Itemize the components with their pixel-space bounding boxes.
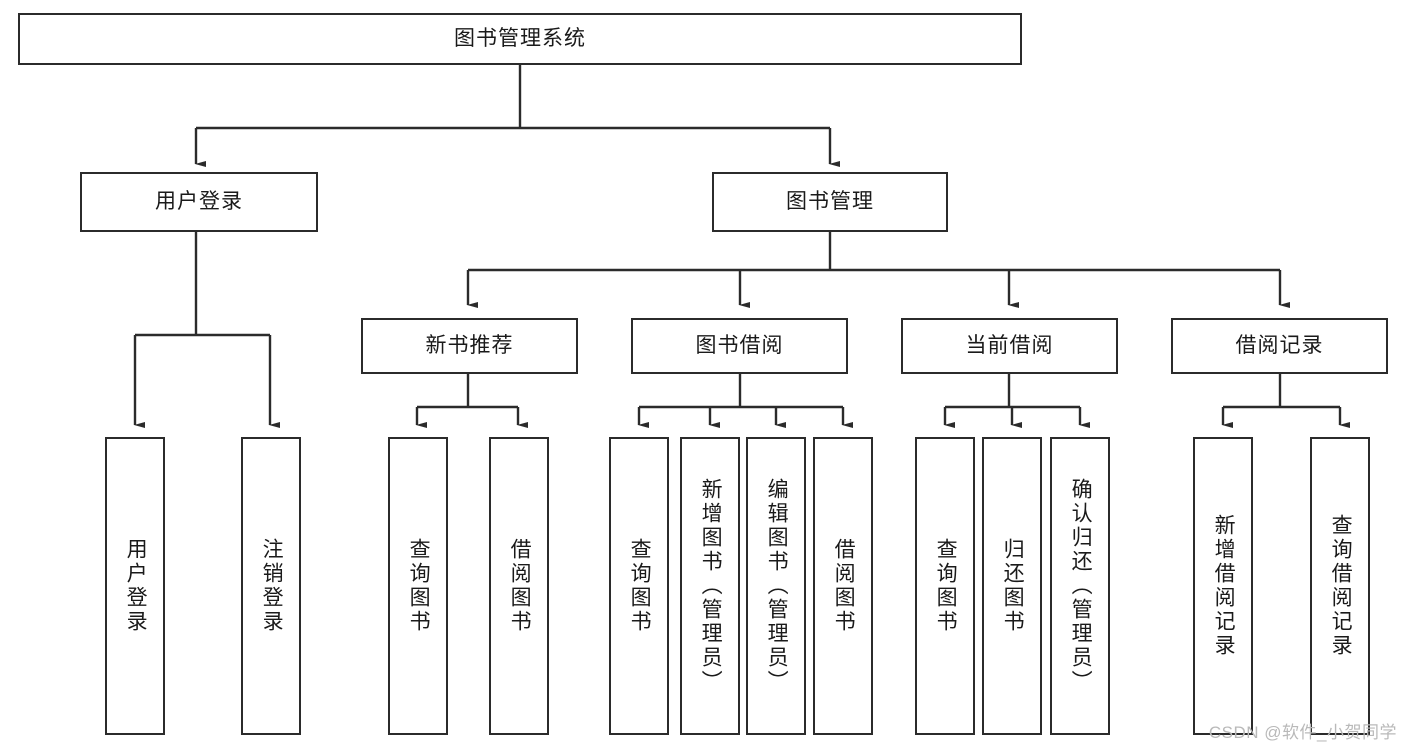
node-new-book-recommend-label: 新书推荐 (425, 334, 514, 358)
csdn-watermark: CSDN @软件_小贺同学 (1208, 723, 1397, 742)
leaf-query-book-1[interactable]: 查询图书 (388, 437, 448, 735)
node-new-book-recommend[interactable]: 新书推荐 (361, 318, 578, 374)
leaf-add-record-label: 新增借阅记录 (1212, 514, 1236, 658)
leaf-confirm-return[interactable]: 确认归还（管理员） (1050, 437, 1110, 735)
leaf-query-book-1-label: 查询图书 (407, 538, 431, 634)
node-book-manage-label: 图书管理 (786, 190, 874, 214)
leaf-borrow-book-2[interactable]: 借阅图书 (813, 437, 873, 735)
node-user-login-label: 用户登录 (155, 190, 243, 214)
leaf-user-login-label: 用户登录 (124, 538, 148, 634)
leaf-query-book-3-label: 查询图书 (934, 538, 958, 634)
node-user-login[interactable]: 用户登录 (80, 172, 318, 232)
node-current-borrow-label: 当前借阅 (965, 334, 1054, 358)
node-root-label: 图书管理系统 (454, 27, 586, 51)
leaf-query-book-2[interactable]: 查询图书 (609, 437, 669, 735)
leaf-user-login[interactable]: 用户登录 (105, 437, 165, 735)
node-borrow-record-label: 借阅记录 (1235, 334, 1324, 358)
node-borrow-record[interactable]: 借阅记录 (1171, 318, 1388, 374)
leaf-query-record-label: 查询借阅记录 (1329, 514, 1353, 658)
leaf-add-book-label: 新增图书（管理员） (699, 478, 723, 694)
leaf-query-book-3[interactable]: 查询图书 (915, 437, 975, 735)
leaf-borrow-book-1-label: 借阅图书 (508, 538, 532, 634)
node-current-borrow[interactable]: 当前借阅 (901, 318, 1118, 374)
node-book-borrow[interactable]: 图书借阅 (631, 318, 848, 374)
leaf-confirm-return-label: 确认归还（管理员） (1069, 478, 1093, 694)
leaf-logout-label: 注销登录 (260, 538, 284, 634)
node-book-borrow-label: 图书借阅 (695, 334, 784, 358)
leaf-borrow-book-2-label: 借阅图书 (832, 538, 856, 634)
leaf-edit-book-label: 编辑图书（管理员） (765, 478, 789, 694)
leaf-add-record[interactable]: 新增借阅记录 (1193, 437, 1253, 735)
leaf-return-book-label: 归还图书 (1001, 538, 1025, 634)
leaf-query-book-2-label: 查询图书 (628, 538, 652, 634)
node-root[interactable]: 图书管理系统 (18, 13, 1022, 65)
leaf-logout[interactable]: 注销登录 (241, 437, 301, 735)
leaf-edit-book[interactable]: 编辑图书（管理员） (746, 437, 806, 735)
leaf-borrow-book-1[interactable]: 借阅图书 (489, 437, 549, 735)
node-book-manage[interactable]: 图书管理 (712, 172, 948, 232)
leaf-return-book[interactable]: 归还图书 (982, 437, 1042, 735)
leaf-add-book[interactable]: 新增图书（管理员） (680, 437, 740, 735)
leaf-query-record[interactable]: 查询借阅记录 (1310, 437, 1370, 735)
